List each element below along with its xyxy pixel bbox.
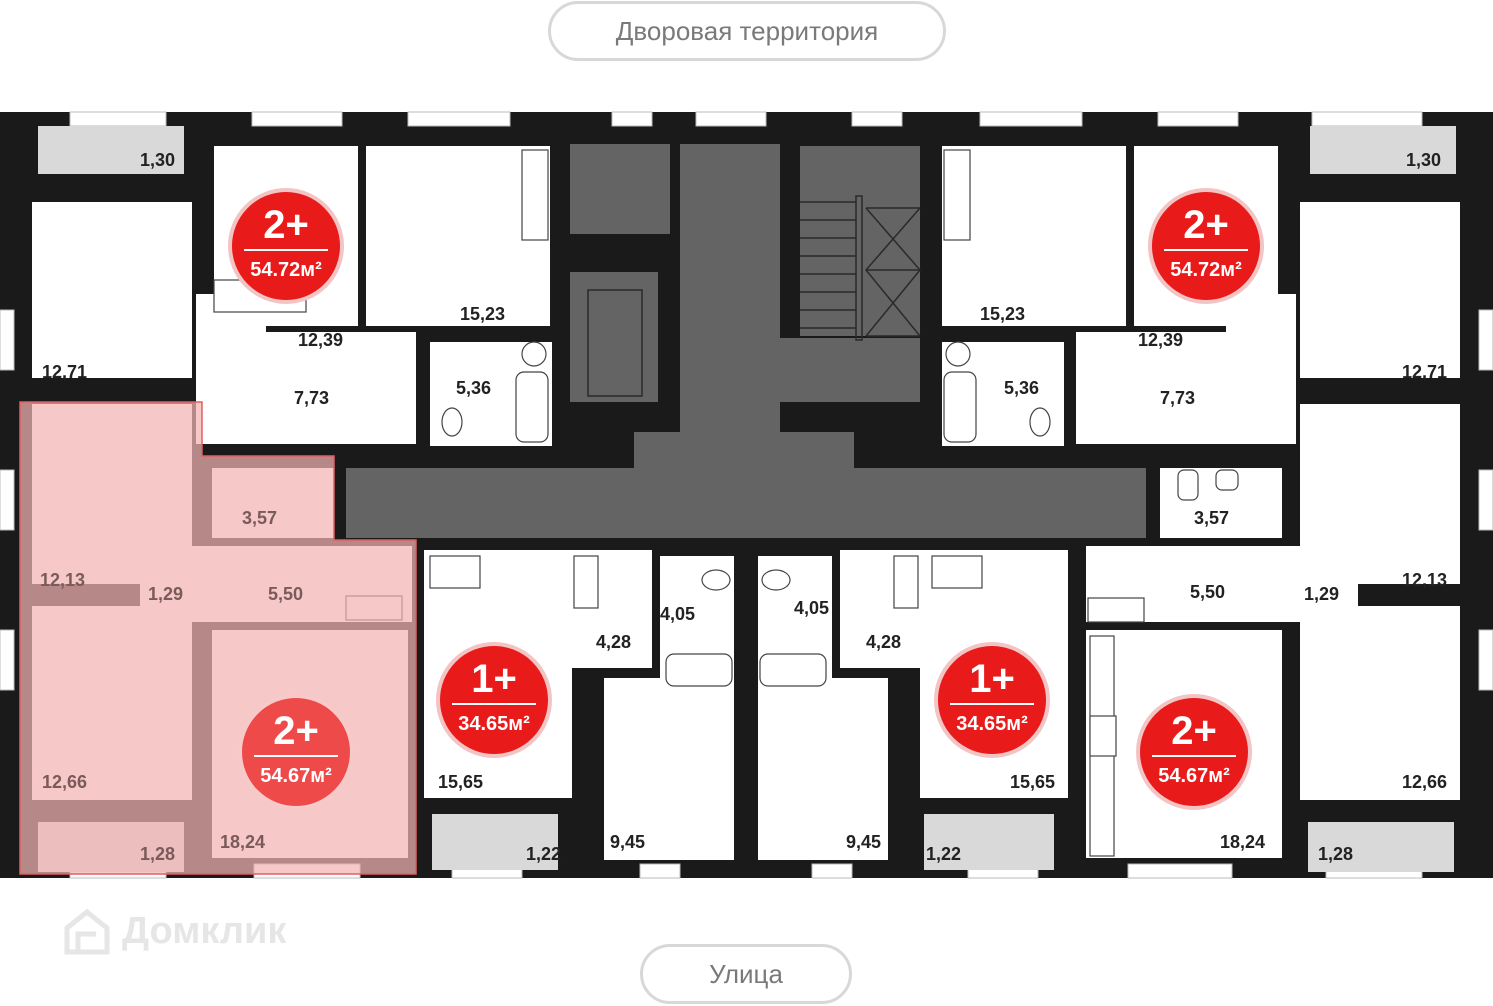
badge-type: 1+ — [969, 657, 1015, 701]
street-text: Улица — [709, 958, 783, 989]
room-area: 7,73 — [294, 388, 329, 408]
courtyard-label: Дворовая территория — [548, 1, 946, 61]
watermark-text: Домклик — [122, 909, 287, 952]
apartment-badge[interactable]: 2+ 54.67м² — [238, 694, 354, 810]
room-area: 4,28 — [866, 632, 901, 652]
room-area: 1,28 — [140, 844, 175, 864]
room-area: 1,22 — [526, 844, 561, 864]
room-area: 1,30 — [140, 150, 175, 170]
room-area: 12,66 — [42, 772, 87, 792]
room-area: 12,39 — [1138, 330, 1183, 350]
room-area: 18,24 — [220, 832, 265, 852]
badge-area: 54.67м² — [1158, 765, 1230, 787]
house-logo-icon — [64, 908, 110, 955]
room-area: 1,30 — [1406, 150, 1441, 170]
room-area: 15,23 — [460, 304, 505, 324]
badge-type: 1+ — [471, 657, 517, 701]
badge-type: 2+ — [1183, 203, 1229, 247]
badge-type: 2+ — [263, 203, 309, 247]
badge-area: 54.67м² — [260, 765, 332, 787]
building-core — [346, 144, 1146, 538]
room-area: 9,45 — [610, 832, 645, 852]
room-area: 4,28 — [596, 632, 631, 652]
room-area: 12,71 — [1402, 362, 1447, 382]
watermark: Домклик — [62, 906, 286, 956]
room-area: 1,29 — [148, 584, 183, 604]
badge-area: 34.65м² — [458, 713, 530, 735]
room-area: 1,22 — [926, 844, 961, 864]
apartment-badge[interactable]: 2+ 54.72м² — [228, 188, 344, 304]
room-area: 15,23 — [980, 304, 1025, 324]
room-area: 15,65 — [1010, 772, 1055, 792]
windows-top — [69, 111, 1423, 127]
room-area: 5,50 — [1190, 582, 1225, 602]
street-label: Улица — [640, 944, 852, 1004]
room-area: 4,05 — [794, 598, 829, 618]
courtyard-text: Дворовая территория — [615, 15, 879, 46]
room-area: 12,39 — [298, 330, 343, 350]
room-area: 3,57 — [1194, 508, 1229, 528]
room-area: 12,13 — [1402, 570, 1447, 590]
windows-side — [0, 309, 1493, 691]
room-area: 12,71 — [42, 362, 87, 382]
room-area: 5,36 — [1004, 378, 1039, 398]
fixtures — [213, 149, 1239, 857]
badge-area: 54.72м² — [250, 259, 322, 281]
room-area: 1,28 — [1318, 844, 1353, 864]
room-area: 4,05 — [660, 604, 695, 624]
room-area: 18,24 — [1220, 832, 1265, 852]
room-area: 12,13 — [40, 570, 85, 590]
room-area: 3,57 — [242, 508, 277, 528]
apartment-badge[interactable]: 1+ 34.65м² — [436, 642, 552, 758]
badge-type: 2+ — [273, 709, 319, 753]
badge-area: 34.65м² — [956, 713, 1028, 735]
room-area: 5,36 — [456, 378, 491, 398]
room-area: 1,29 — [1304, 584, 1339, 604]
room-area: 9,45 — [846, 832, 881, 852]
room-area-labels: 1,30 12,71 12,39 15,23 7,73 5,36 1,30 12… — [40, 150, 1447, 864]
badge-area: 54.72м² — [1170, 259, 1242, 281]
apartment-badge[interactable]: 1+ 34.65м² — [934, 642, 1050, 758]
apartment-badge[interactable]: 2+ 54.72м² — [1148, 188, 1264, 304]
badge-type: 2+ — [1171, 709, 1217, 753]
apartment-badge[interactable]: 2+ 54.67м² — [1136, 694, 1252, 810]
room-area: 12,66 — [1402, 772, 1447, 792]
room-area: 5,50 — [268, 584, 303, 604]
room-area: 7,73 — [1160, 388, 1195, 408]
room-area: 15,65 — [438, 772, 483, 792]
floor-plan: 2+ 54.72м² 2+ 54.72м² 2+ 54.67м² 1+ 34.6… — [0, 111, 1493, 879]
staircase — [587, 195, 921, 397]
